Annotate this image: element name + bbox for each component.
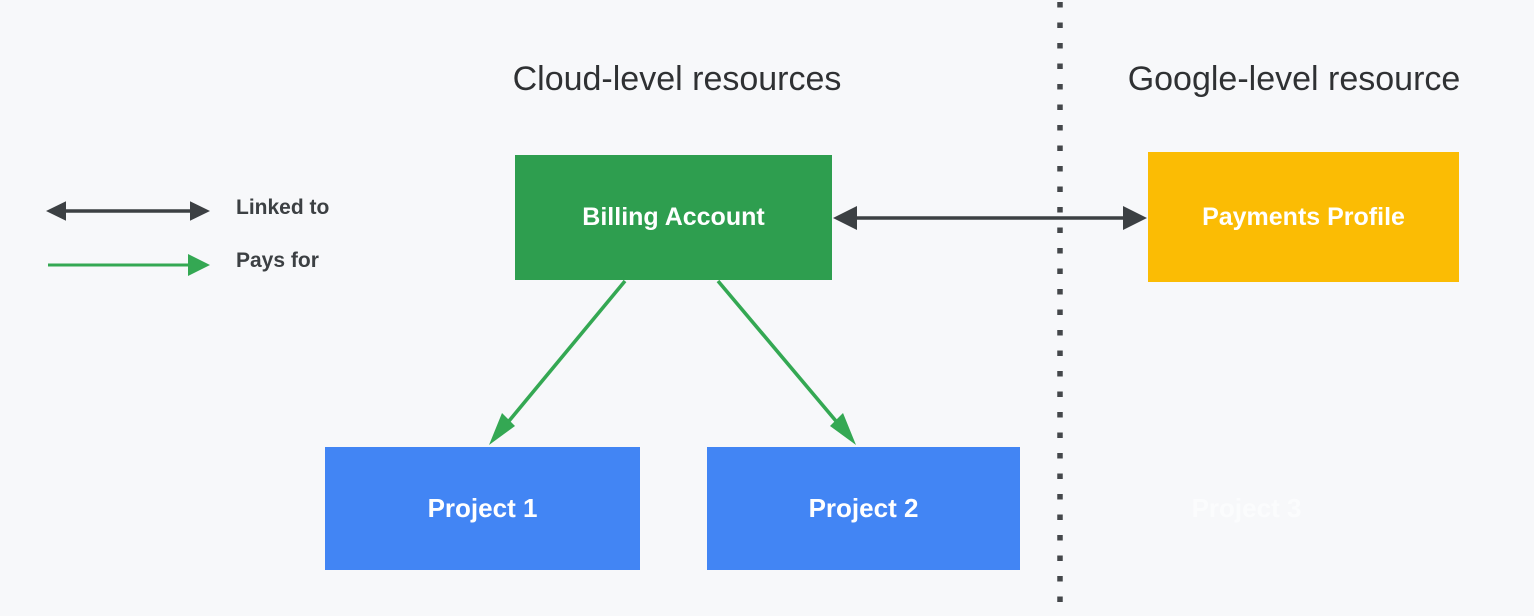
edge-billing-account-to-project-1 — [489, 279, 627, 445]
node-payments-profile-label: Payments Profile — [1202, 202, 1405, 231]
node-payments-profile[interactable]: Payments Profile — [1148, 152, 1459, 282]
vertical-dotted-divider — [1057, 2, 1063, 614]
heading-google-level-resource: Google-level resource — [1127, 60, 1461, 98]
node-project-1[interactable]: Project 1 — [325, 447, 640, 570]
legend: Linked to Pays for — [40, 190, 400, 290]
arrowhead-right — [1123, 206, 1147, 230]
legend-label-pays-for: Pays for — [236, 249, 319, 272]
legend-item-pays-for: Pays for — [40, 243, 400, 283]
edge-billing-account-to-project-2 — [716, 279, 856, 445]
node-billing-account[interactable]: Billing Account — [515, 155, 832, 280]
node-project-3: Project 3 — [1090, 447, 1403, 570]
double-headed-arrow-icon — [46, 201, 210, 221]
arrowhead-left — [833, 206, 857, 230]
node-project-1-label: Project 1 — [427, 493, 538, 523]
node-project-2[interactable]: Project 2 — [707, 447, 1020, 570]
node-project-3-label: Project 3 — [1191, 493, 1302, 523]
node-billing-account-label: Billing Account — [582, 203, 765, 231]
legend-label-linked-to: Linked to — [236, 196, 330, 219]
heading-cloud-level-resources: Cloud-level resources — [512, 60, 842, 98]
arrowhead-project-2 — [830, 413, 856, 445]
edge-billing-account-to-payments-profile — [833, 206, 1147, 230]
node-project-2-label: Project 2 — [808, 493, 919, 523]
arrowhead-project-1 — [489, 413, 515, 445]
single-headed-arrow-icon — [48, 254, 210, 276]
legend-item-linked-to: Linked to — [40, 190, 400, 230]
